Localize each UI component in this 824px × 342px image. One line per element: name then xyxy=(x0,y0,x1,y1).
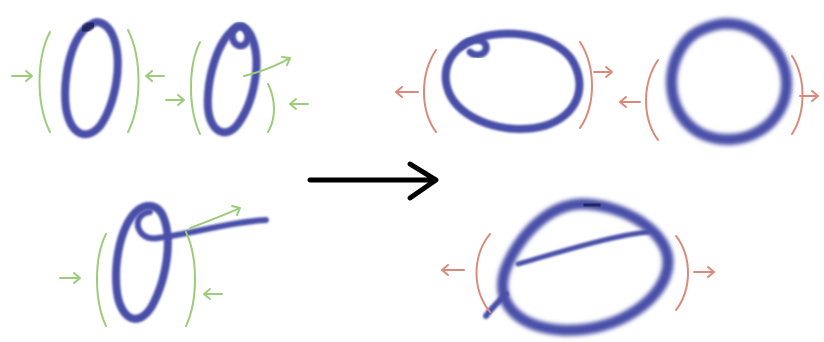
digit-zero-stroke xyxy=(671,24,786,140)
diagonal-line-stroke xyxy=(518,232,648,264)
left-bracket-guide xyxy=(646,60,658,140)
right-bracket-guide xyxy=(186,232,195,326)
left-bracket-guide xyxy=(477,234,491,312)
right-bracket-guide xyxy=(128,30,139,132)
sample-zero-with-tail xyxy=(60,206,266,326)
ink-blot xyxy=(586,204,598,206)
digit-zero-stroke xyxy=(65,22,118,134)
loop-tail-stroke xyxy=(138,212,266,238)
inward-arrow-left xyxy=(166,95,184,105)
before-group xyxy=(12,22,308,326)
inward-arrow-left xyxy=(12,71,32,81)
after-group xyxy=(396,24,818,331)
transition-arrow xyxy=(310,164,436,198)
inward-arrow-left xyxy=(60,273,80,283)
ink-blot xyxy=(84,24,92,30)
sample-thin-zero xyxy=(12,22,164,134)
outward-arrow-left xyxy=(442,265,464,275)
left-bracket-guide xyxy=(424,50,436,132)
outward-arrow-left xyxy=(620,97,640,107)
sample-zero-with-loop xyxy=(166,26,308,134)
right-bracket-guide xyxy=(268,84,274,132)
inward-arrow-right xyxy=(290,99,308,109)
outward-arrow-right xyxy=(694,267,714,277)
left-bracket-guide xyxy=(97,234,106,326)
sample-round-zero-bold xyxy=(620,24,818,140)
inward-arrow-right xyxy=(146,71,164,81)
left-bracket-guide xyxy=(191,42,200,134)
left-bracket-guide xyxy=(40,32,51,132)
sample-round-zero-with-curl xyxy=(396,34,612,132)
digit-zero-stroke xyxy=(446,34,580,129)
outward-arrow-right xyxy=(594,67,612,77)
right-bracket-guide xyxy=(676,236,688,310)
outward-arrow-left xyxy=(396,87,418,97)
digit-zero-stroke xyxy=(116,206,168,319)
outward-arrow-up-right xyxy=(244,57,290,76)
sample-slanted-zero-with-line xyxy=(442,204,714,330)
digit-zero-stroke xyxy=(503,204,668,330)
inward-arrow-right xyxy=(204,289,222,299)
